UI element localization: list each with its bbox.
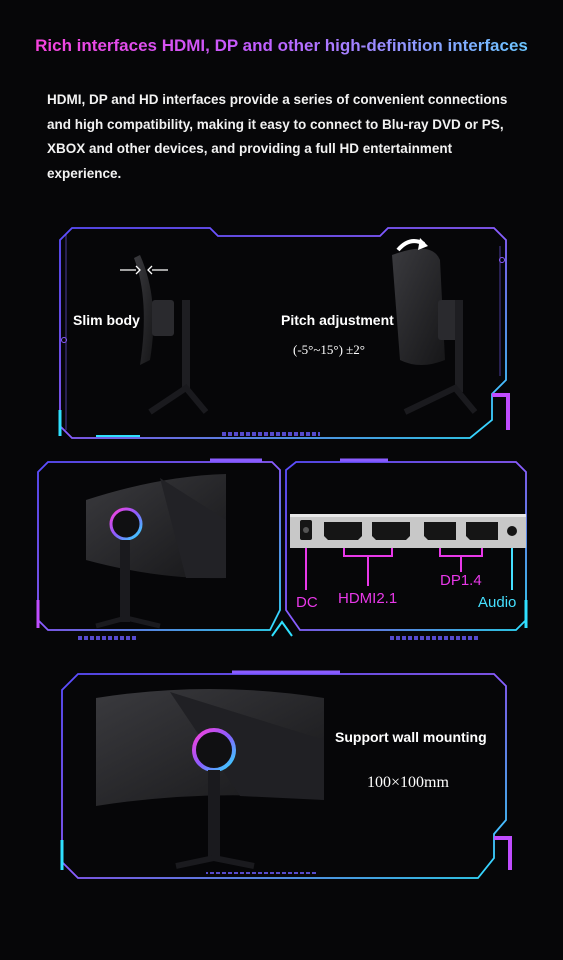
hdmi-port-label: HDMI2.1 (338, 590, 398, 607)
dp-port-label: DP1.4 (440, 572, 482, 589)
page-heading: Rich interfaces HDMI, DP and other high-… (0, 36, 563, 56)
wall-mount-label: Support wall mounting (335, 729, 487, 745)
panel2-left-frame (36, 458, 281, 643)
dc-port-label: DC (296, 594, 318, 611)
port-strip (290, 514, 526, 548)
wall-mount-size: 100×100mm (367, 774, 449, 791)
pitch-range-text: (-5°~15°) ±2° (293, 342, 366, 357)
pitch-adjustment-label: Pitch adjustment (281, 312, 394, 328)
wall-mount-monitor-illustration (96, 689, 324, 869)
panel3-frame (60, 670, 512, 879)
pitch-monitor-illustration (392, 238, 478, 415)
panel2-right-frame (271, 458, 528, 643)
panel1-frame (58, 227, 510, 439)
rear-monitor-illustration (86, 474, 226, 629)
port-callout-lines (305, 548, 513, 590)
intro-paragraph: HDMI, DP and HD interfaces provide a ser… (47, 92, 508, 181)
audio-port-label: Audio (478, 594, 517, 611)
slim-body-label: Slim body (73, 312, 140, 328)
slim-monitor-illustration (120, 255, 209, 415)
